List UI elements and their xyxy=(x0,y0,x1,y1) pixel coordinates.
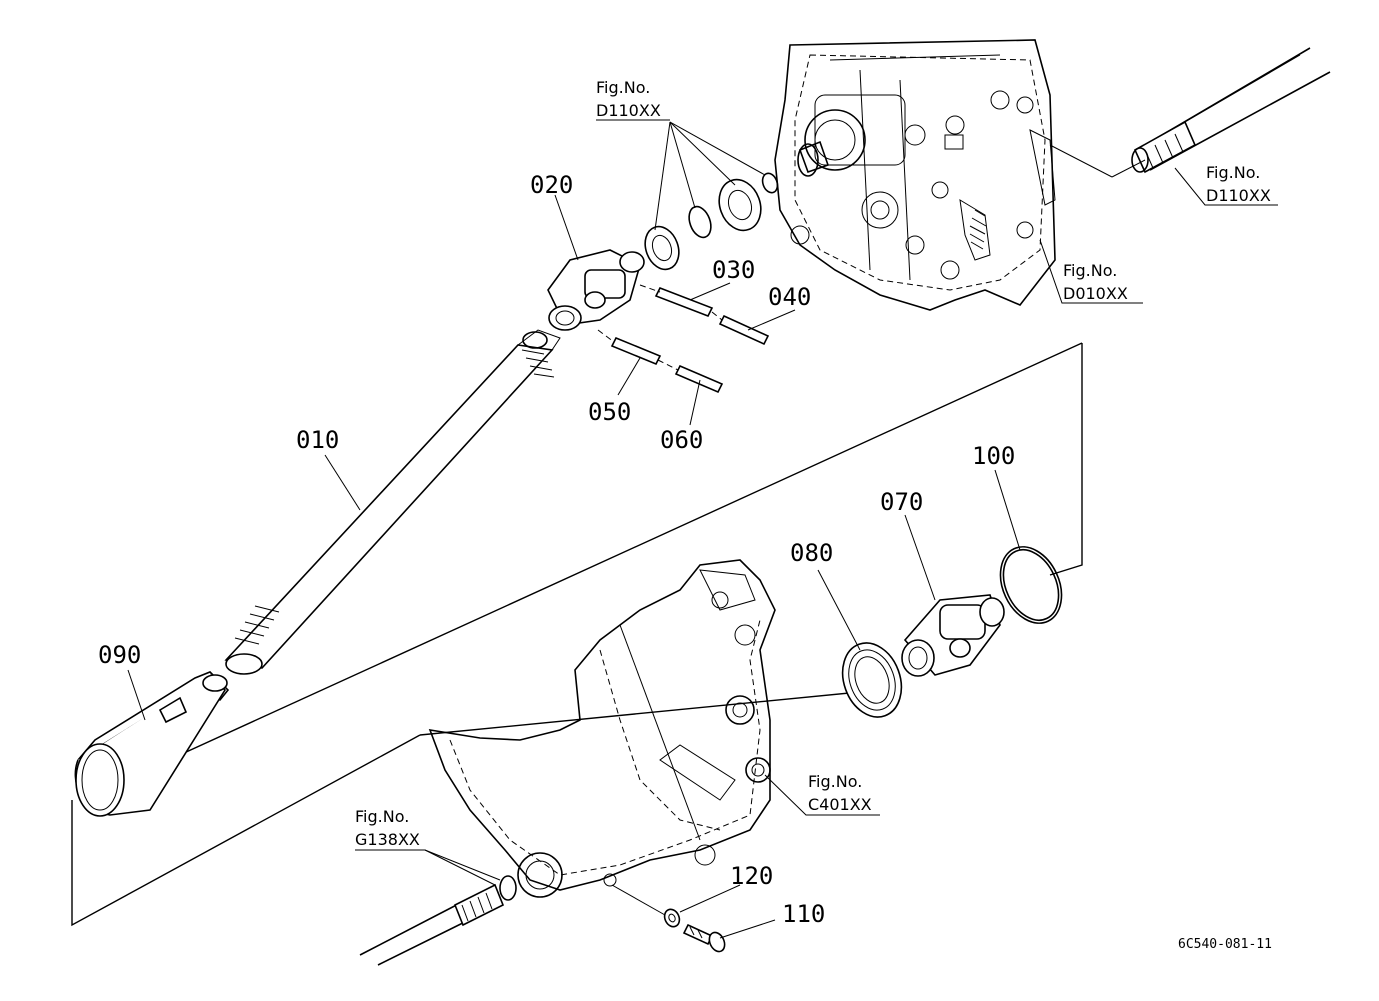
label-090: 090 xyxy=(98,641,141,669)
seal-stack-upper xyxy=(644,172,779,271)
label-050: 050 xyxy=(588,398,631,426)
lower-case xyxy=(428,559,776,898)
fig-reference-labels: Fig.No. D110XX Fig.No. D110XX Fig.No. D0… xyxy=(355,78,1271,849)
label-060: 060 xyxy=(660,426,703,454)
shaft-010 xyxy=(224,329,561,675)
upper-housing xyxy=(774,39,1056,311)
cover-090 xyxy=(74,671,230,817)
fig-ref-top-right-code: D110XX xyxy=(1206,186,1271,205)
input-shaft-bottom xyxy=(359,875,517,966)
fig-ref-case-code: C401XX xyxy=(808,795,872,814)
part-number-labels: 020 030 040 050 060 010 090 080 070 100 … xyxy=(98,171,1015,928)
fig-ref-shaft-code: G138XX xyxy=(355,830,420,849)
fig-ref-shaft-label: Fig.No. xyxy=(355,807,409,826)
fig-ref-top-left-label: Fig.No. xyxy=(596,78,650,97)
fig-ref-case-label: Fig.No. xyxy=(808,772,862,791)
fig-ref-top-right-label: Fig.No. xyxy=(1206,163,1260,182)
washer-bolt xyxy=(663,908,726,953)
label-010: 010 xyxy=(296,426,339,454)
label-020: 020 xyxy=(530,171,573,199)
label-070: 070 xyxy=(880,488,923,516)
oring-100 xyxy=(999,546,1063,624)
diagram-code: 6C540-081-11 xyxy=(1178,937,1272,952)
bearing-080 xyxy=(841,642,903,718)
leader-lines xyxy=(127,119,1278,939)
fig-ref-top-left-code: D110XX xyxy=(596,101,661,120)
label-080: 080 xyxy=(790,539,833,567)
fig-ref-housing-code: D010XX xyxy=(1063,284,1128,303)
assembly-frame xyxy=(71,342,1083,927)
label-040: 040 xyxy=(768,283,811,311)
fig-ref-housing-label: Fig.No. xyxy=(1063,261,1117,280)
label-120: 120 xyxy=(730,862,773,890)
label-030: 030 xyxy=(712,256,755,284)
joint-070 xyxy=(901,594,1005,677)
label-100: 100 xyxy=(972,442,1015,470)
joint-020 xyxy=(547,249,645,331)
input-shaft-right xyxy=(1131,47,1331,174)
pins xyxy=(597,284,770,394)
label-110: 110 xyxy=(782,900,825,928)
